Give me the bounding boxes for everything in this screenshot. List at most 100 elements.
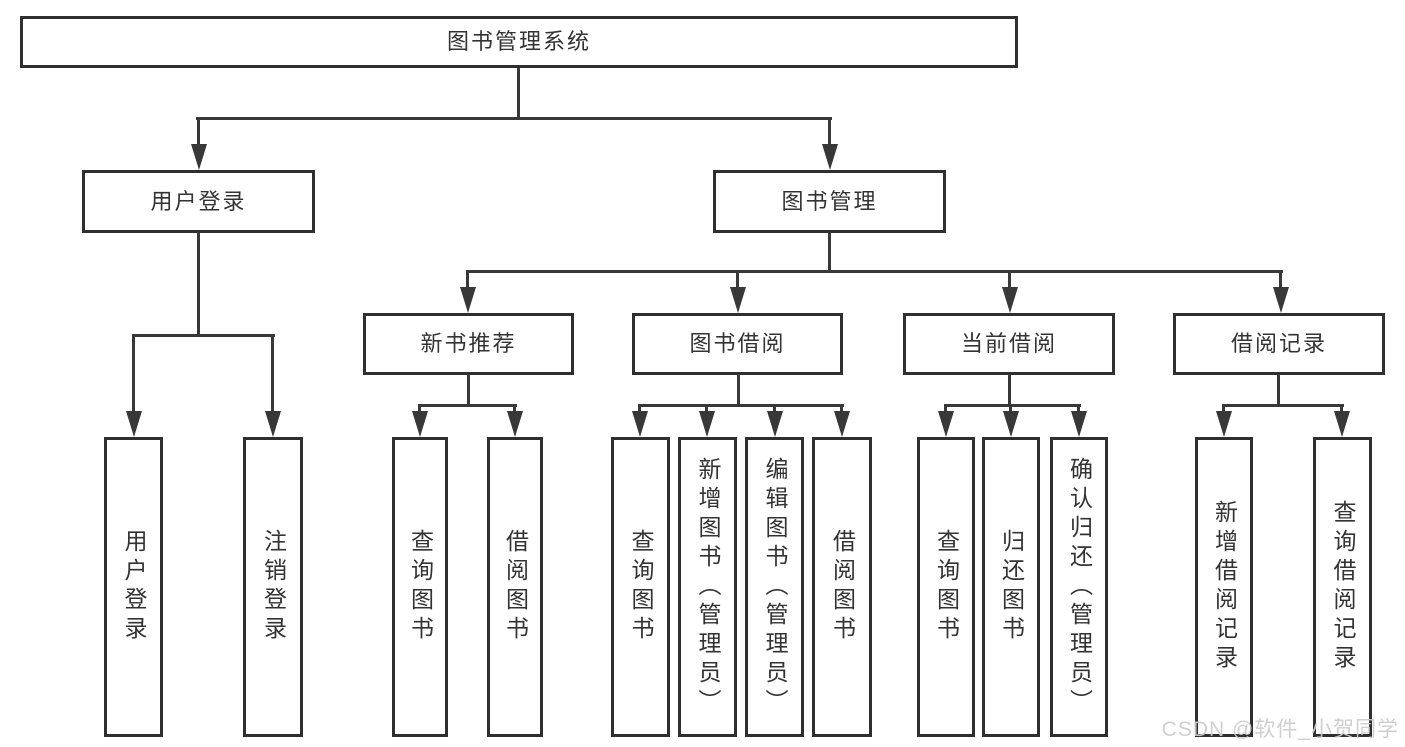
arrow-shaft [1340, 404, 1343, 411]
arrow-head-icon [937, 411, 954, 437]
arrow-head-icon [459, 287, 476, 313]
arrow-head-icon [411, 411, 428, 437]
connector-book-borrow-rail [638, 404, 844, 407]
arrow-shaft [773, 404, 776, 411]
connector-user-login-stem [197, 232, 200, 336]
arrow-shaft [638, 404, 641, 411]
leaf-rec-borrow-books: 借阅图书 [487, 437, 543, 737]
connector-borrow-records-rail [1222, 404, 1344, 407]
arrow-to-leaf [766, 404, 783, 437]
node-current-borrow-label: 当前借阅 [960, 331, 1057, 356]
leaf-borrow-query-books: 查询图书 [611, 437, 670, 737]
node-root-label: 图书管理系统 [446, 29, 591, 54]
arrow-shaft [840, 404, 843, 411]
node-user-login-label: 用户登录 [150, 188, 247, 214]
arrow-head-icon [1215, 411, 1232, 437]
leaf-add-borrow-record: 新增借阅记录 [1195, 437, 1253, 737]
arrow-to-leaf-user-login [125, 334, 142, 437]
leaf-borrow-query-books-label: 查询图书 [628, 529, 654, 645]
arrow-head-icon [125, 411, 142, 437]
arrow-to-leaf-logout [264, 334, 281, 437]
arrow-head-icon [766, 411, 783, 437]
arrow-head-icon [1272, 287, 1289, 313]
leaf-borrow-books: 借阅图书 [812, 437, 872, 737]
arrow-to-leaf [1070, 404, 1087, 437]
connector-book-mgmt-stem [828, 232, 831, 272]
arrow-shaft [466, 270, 469, 287]
arrow-shaft [1222, 404, 1225, 411]
leaf-query-borrow-record: 查询借阅记录 [1313, 437, 1372, 737]
arrow-to-leaf [833, 404, 850, 437]
arrow-head-icon [190, 144, 207, 170]
arrow-head-icon [1002, 411, 1019, 437]
arrow-shaft [944, 404, 947, 411]
arrow-to-leaf [1215, 404, 1232, 437]
arrow-shaft [1009, 404, 1012, 411]
connector-user-login-rail [132, 334, 275, 337]
arrow-shaft [828, 117, 831, 144]
node-root: 图书管理系统 [20, 16, 1018, 68]
arrow-head-icon [264, 411, 281, 437]
arrow-head-icon [833, 411, 850, 437]
leaf-return-books-label: 归还图书 [998, 529, 1025, 645]
arrow-shaft [197, 117, 200, 144]
leaf-edit-books-admin: 编辑图书（管理员） [745, 437, 804, 737]
arrow-to-user-login [190, 117, 207, 170]
leaf-query-borrow-record-label: 查询借阅记录 [1330, 500, 1356, 674]
node-book-mgmt: 图书管理 [713, 170, 946, 233]
connector-new-book-rec-rail [418, 404, 517, 407]
leaf-confirm-return-admin: 确认归还（管理员） [1050, 437, 1108, 737]
leaf-add-borrow-record-label: 新增借阅记录 [1211, 500, 1238, 674]
arrow-shaft [513, 404, 516, 411]
arrow-to-leaf [411, 404, 428, 437]
connector-book-borrow-stem [737, 374, 740, 406]
leaf-logout: 注销登录 [243, 437, 303, 737]
arrow-shaft [736, 270, 739, 287]
arrow-shaft [271, 334, 274, 411]
arrow-to-current-borrow [1001, 270, 1018, 313]
leaf-current-query-books-label: 查询图书 [933, 529, 960, 645]
arrow-head-icon [1333, 411, 1350, 437]
connector-root-stem [517, 68, 520, 120]
arrow-head-icon [729, 287, 746, 313]
connector-current-borrow-stem [1008, 374, 1011, 406]
leaf-return-books: 归还图书 [982, 437, 1040, 737]
node-book-borrow: 图书借阅 [632, 313, 843, 375]
arrow-shaft [132, 334, 135, 411]
arrow-to-borrow-records [1272, 270, 1289, 313]
arrow-head-icon [506, 411, 523, 437]
leaf-user-login-label: 用户登录 [121, 529, 147, 645]
leaf-add-books-admin-label: 新增图书（管理员） [695, 456, 721, 718]
csdn-watermark: CSDN @软件_小贺同学 [1161, 718, 1399, 741]
arrow-to-leaf [506, 404, 523, 437]
node-book-mgmt-label: 图书管理 [781, 188, 878, 214]
arrow-to-book-mgmt [821, 117, 838, 170]
connector-current-borrow-rail [944, 404, 1081, 407]
node-borrow-records-label: 借阅记录 [1230, 331, 1327, 356]
connector-root-rail [196, 117, 832, 120]
leaf-confirm-return-admin-label: 确认归还（管理员） [1066, 456, 1093, 718]
arrow-head-icon [821, 144, 838, 170]
arrow-head-icon [1070, 411, 1087, 437]
arrow-head-icon [631, 411, 648, 437]
node-current-borrow: 当前借阅 [903, 313, 1115, 375]
arrow-to-leaf [631, 404, 648, 437]
leaf-borrow-books-label: 借阅图书 [829, 529, 856, 645]
arrow-to-leaf [1002, 404, 1019, 437]
leaf-rec-query-books-label: 查询图书 [407, 529, 434, 645]
node-new-book-rec-label: 新书推荐 [420, 331, 517, 356]
connector-borrow-records-stem [1277, 374, 1280, 406]
leaf-add-books-admin: 新增图书（管理员） [678, 437, 737, 737]
node-book-borrow-label: 图书借阅 [689, 331, 786, 356]
arrow-to-leaf [937, 404, 954, 437]
arrow-shaft [705, 404, 708, 411]
node-borrow-records: 借阅记录 [1173, 313, 1385, 375]
connector-book-mgmt-rail [466, 270, 1283, 273]
leaf-rec-borrow-books-label: 借阅图书 [502, 529, 529, 645]
leaf-edit-books-admin-label: 编辑图书（管理员） [762, 456, 788, 718]
arrow-to-leaf [698, 404, 715, 437]
arrow-shaft [1008, 270, 1011, 287]
connector-new-book-rec-stem [467, 374, 470, 406]
arrow-shaft [418, 404, 421, 411]
